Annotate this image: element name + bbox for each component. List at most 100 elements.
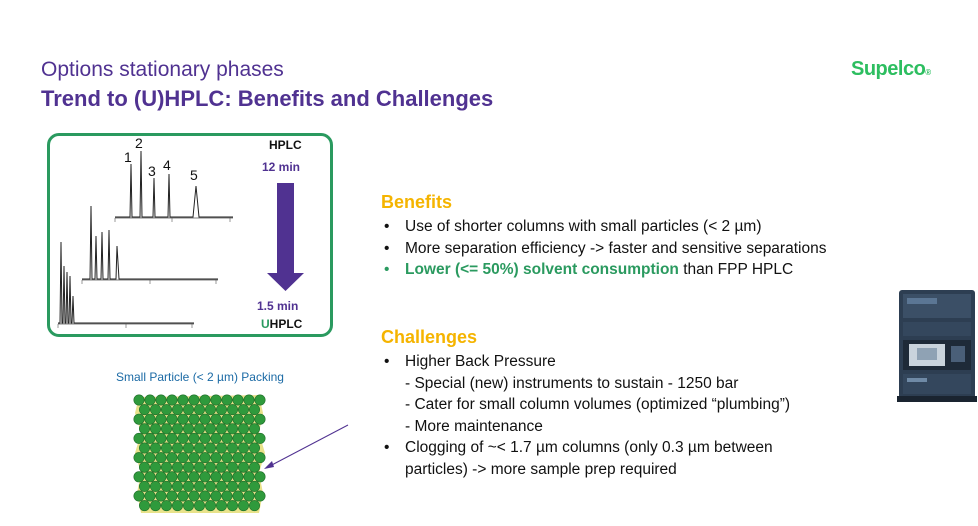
challenge-item-clogging: Clogging of ~< 1.7 µm columns (only 0.3 … <box>381 437 790 459</box>
packing-particle <box>133 490 145 502</box>
packing-particle <box>182 423 194 435</box>
packing-particle <box>139 442 150 454</box>
packing-particle <box>144 471 156 483</box>
packing-particle <box>133 413 145 425</box>
packing-particle <box>160 442 172 454</box>
hplc-chromatogram <box>114 150 233 222</box>
packing-particle <box>149 442 161 454</box>
challenge-sub-item: - Special (new) instruments to sustain -… <box>405 374 739 392</box>
packing-particle <box>149 461 161 473</box>
packing-particle <box>205 442 217 454</box>
packing-particle <box>254 452 266 464</box>
packing-particle <box>238 404 250 416</box>
packing-particle <box>227 423 239 435</box>
packing-particle <box>221 432 233 444</box>
packing-particle <box>177 471 189 483</box>
packing-particle <box>254 471 266 483</box>
packing-particle <box>177 394 189 406</box>
packing-particle <box>166 452 178 464</box>
packing-particle <box>171 442 183 454</box>
packing-particle <box>155 394 167 406</box>
packing-particle <box>243 394 255 406</box>
uhplc-instrument-image <box>897 290 977 402</box>
packing-particle <box>177 413 189 425</box>
packing-particle <box>193 500 205 512</box>
packing-particle <box>171 423 183 435</box>
packing-particle <box>249 480 261 492</box>
benefit-highlight-rest: than FPP HPLC <box>678 261 794 278</box>
arrow-head-icon <box>264 461 274 469</box>
packing-particle <box>227 500 239 512</box>
packing-particle <box>155 413 167 425</box>
packing-particle <box>144 452 156 464</box>
packing-particle <box>210 432 222 444</box>
benefit-item: Use of shorter columns with small partic… <box>381 216 826 238</box>
packing-particle <box>238 480 250 492</box>
packing-particle <box>205 423 217 435</box>
packing-particle <box>177 432 189 444</box>
packing-particle <box>182 461 194 473</box>
packing-particle <box>188 394 200 406</box>
packing-particle <box>232 432 244 444</box>
packing-particle <box>139 480 150 492</box>
packing-particle <box>205 500 217 512</box>
packing-particle <box>149 423 161 435</box>
packing-particle <box>238 500 250 512</box>
packing-particle <box>243 490 255 502</box>
packing-particle <box>205 480 217 492</box>
packing-particle <box>133 471 145 483</box>
packing-particle <box>182 404 194 416</box>
benefits-heading: Benefits <box>381 192 453 212</box>
packing-particle <box>182 480 194 492</box>
packing-particle <box>133 394 145 406</box>
packing-particle <box>238 423 250 435</box>
packing-particle <box>254 490 266 502</box>
packing-particle <box>238 442 250 454</box>
packing-particle <box>149 404 161 416</box>
packing-particle <box>232 452 244 464</box>
packing-particle <box>177 490 189 502</box>
uhplc-time: 1.5 min <box>257 299 298 313</box>
packing-particle <box>139 461 150 473</box>
packing-particle <box>210 394 222 406</box>
packing-particle <box>188 452 200 464</box>
challenge-sub-item: - Cater for small column volumes (optimi… <box>405 396 791 413</box>
pointer-arrow <box>264 424 349 469</box>
packing-particle <box>193 461 205 473</box>
packing-particle <box>249 404 261 416</box>
packing-particle <box>166 394 178 406</box>
packing-particle <box>243 452 255 464</box>
challenges-list: Higher Back Pressure - Special (new) ins… <box>381 351 790 480</box>
packing-particle <box>249 423 261 435</box>
packing-particle <box>232 394 244 406</box>
packing-particle <box>182 442 194 454</box>
slide-subtitle: Trend to (U)HPLC: Benefits and Challenge… <box>41 86 494 111</box>
packing-particle <box>149 480 161 492</box>
packing-particle <box>166 432 178 444</box>
hplc-time: 12 min <box>262 160 300 174</box>
packing-particle <box>216 442 228 454</box>
packing-particle <box>188 432 200 444</box>
packing-particle <box>155 490 167 502</box>
packing-particle <box>210 490 222 502</box>
packing-particle <box>227 461 239 473</box>
packing-particle <box>227 442 239 454</box>
logo-text: Supelco <box>851 58 926 80</box>
packing-particle <box>254 432 266 444</box>
packing-particle <box>188 490 200 502</box>
packing-particle <box>155 471 167 483</box>
packing-particle <box>205 404 217 416</box>
benefits-list: Use of shorter columns with small partic… <box>381 216 826 281</box>
packing-particle <box>193 404 205 416</box>
packing-particle <box>216 500 228 512</box>
packing-particle <box>221 413 233 425</box>
packing-particle <box>249 442 261 454</box>
packing-particle <box>210 471 222 483</box>
uhplc-label: UHPLC <box>261 317 303 331</box>
challenge-clogging-line1: Clogging of ~< 1.7 µm columns (only 0.3 … <box>405 439 773 456</box>
challenge-sub-item: - More maintenance <box>405 417 543 435</box>
peak-label-3: 3 <box>148 163 156 179</box>
packing-particle <box>133 452 145 464</box>
packing-particle <box>139 500 150 512</box>
packing-particle <box>139 404 150 416</box>
